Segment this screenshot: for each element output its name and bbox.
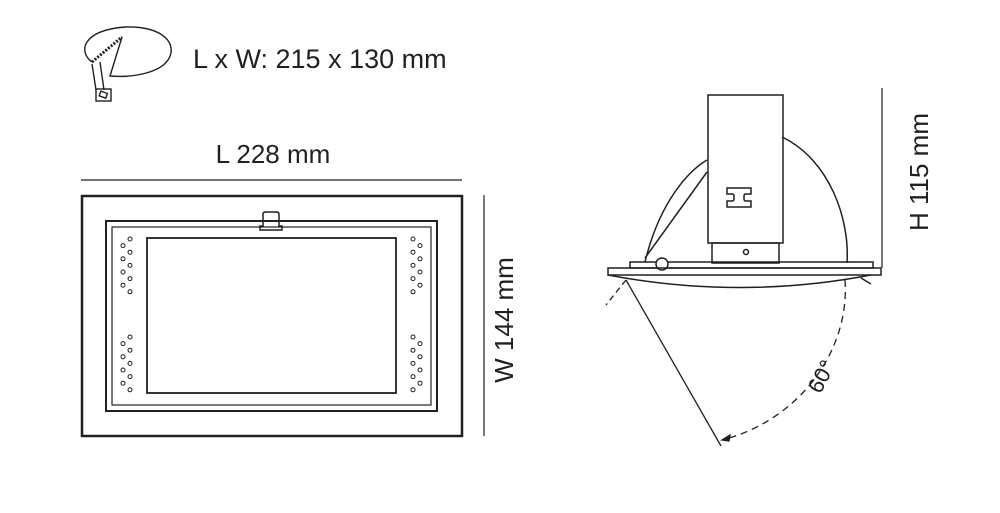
led-hole: [120, 367, 126, 373]
led-hole: [127, 387, 133, 393]
width-label: W 144 mm: [489, 257, 519, 383]
led-hole: [120, 354, 126, 360]
led-hole: [417, 380, 423, 386]
led-hole: [120, 380, 126, 386]
led-hole: [120, 243, 126, 249]
led-hole: [410, 236, 416, 242]
cutout-dimension-label: L x W: 215 x 130 mm: [193, 44, 447, 74]
led-hole: [417, 354, 423, 360]
led-hole: [410, 289, 416, 295]
led-hole: [410, 262, 416, 268]
led-hole-groups: [120, 236, 423, 393]
front-view: [80, 194, 464, 438]
tilt-angle-indicator: [605, 279, 846, 447]
led-hole: [410, 374, 416, 380]
led-hole: [410, 249, 416, 255]
led-hole: [410, 387, 416, 393]
led-hole: [410, 347, 416, 353]
led-hole: [127, 334, 133, 340]
clip: [259, 211, 283, 231]
lens: [146, 237, 397, 394]
led-hole: [127, 289, 133, 295]
led-hole: [127, 236, 133, 242]
led-hole: [410, 276, 416, 282]
saw-cutout-icon: [84, 26, 172, 102]
led-hole: [417, 282, 423, 288]
length-label: L 228 mm: [216, 139, 331, 169]
led-hole: [127, 262, 133, 268]
led-hole: [120, 256, 126, 262]
side-view: [607, 94, 882, 289]
led-hole: [417, 367, 423, 373]
tilt-angle-label: 60°: [803, 356, 841, 397]
led-hole: [127, 374, 133, 380]
led-hole: [417, 256, 423, 262]
led-hole: [417, 243, 423, 249]
led-hole: [120, 341, 126, 347]
led-hole: [120, 269, 126, 275]
led-hole: [120, 282, 126, 288]
height-label: H 115 mm: [904, 113, 934, 231]
led-hole: [127, 249, 133, 255]
led-hole: [417, 341, 423, 347]
led-hole: [417, 269, 423, 275]
led-hole: [127, 360, 133, 366]
led-hole: [127, 276, 133, 282]
led-hole: [410, 334, 416, 340]
led-hole: [127, 347, 133, 353]
led-hole: [410, 360, 416, 366]
